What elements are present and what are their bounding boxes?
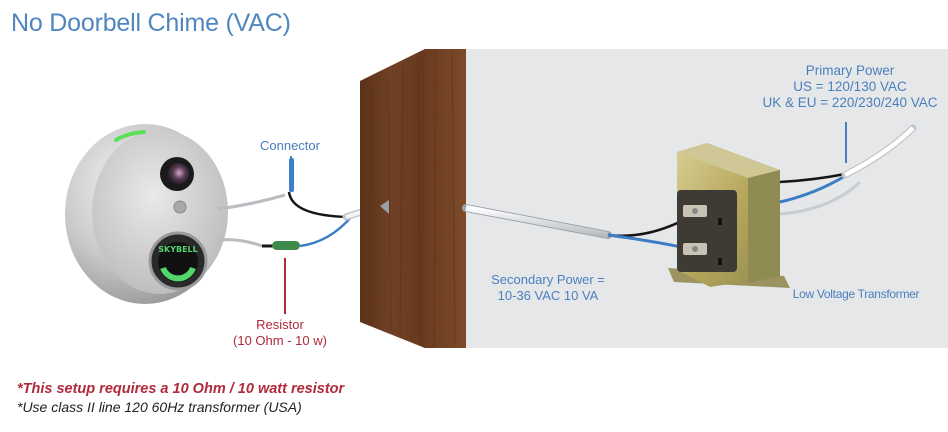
primary-power-us: US = 120/130 VAC [793,79,907,94]
transformer-class-note: *Use class II line 120 60Hz transformer … [17,399,302,415]
resistor-requirement-note: *This setup requires a 10 Ohm / 10 watt … [17,381,345,397]
doorbell-wire-gray-bottom [217,238,263,248]
skybell-doorbell: SKYBELL [65,124,228,304]
doorbell-wire-gray-top [217,193,286,211]
resistor-spec: (10 Ohm - 10 w) [233,333,327,348]
resistor-name: Resistor [256,317,304,332]
connector-label: Connector [260,138,320,153]
secondary-power-line2: 10-36 VAC 10 VA [497,288,599,303]
doorbell-button-icon: SKYBELL [148,231,208,291]
page-title: No Doorbell Chime (VAC) [11,9,291,37]
transformer-label: Low Voltage Transformer [792,287,920,301]
primary-power-uk-eu: UK & EU = 220/230/240 VAC [762,95,938,110]
status-led-icon [114,130,146,142]
secondary-power-line1: Secondary Power = [491,272,605,287]
primary-power-label: Primary Power US = 120/130 VAC UK & EU =… [752,63,948,111]
primary-power-heading: Primary Power [805,63,895,78]
connector-icon [289,158,294,192]
resistor-icon [272,241,300,250]
indoor-wiring [462,122,917,252]
outdoor-wiring [217,156,384,314]
brand-logo: SKYBELL [158,245,198,254]
transformer-icon [668,143,790,288]
motion-sensor-icon [173,200,187,214]
wall-wood-block [360,49,466,348]
resistor-label: Resistor (10 Ohm - 10 w) [220,317,340,349]
secondary-power-label: Secondary Power = 10-36 VAC 10 VA [478,272,618,304]
wire-blue [299,215,353,248]
wire-black [287,191,351,219]
